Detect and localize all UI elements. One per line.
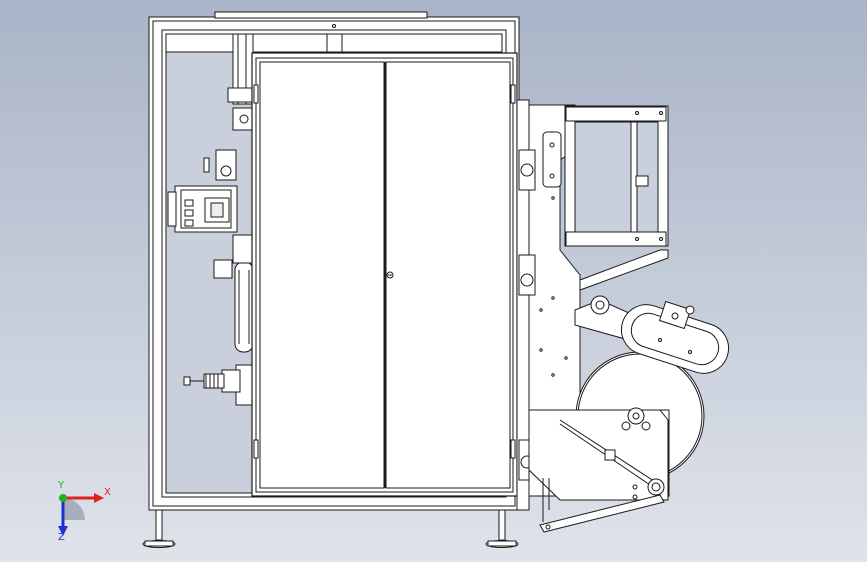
film-roll-assembly (528, 351, 705, 533)
leveling-feet (142, 509, 519, 548)
left-mechanism (167, 33, 257, 406)
right-side-plate (516, 99, 669, 511)
x-axis-label: X (104, 487, 111, 498)
cabinet-doors (251, 52, 518, 497)
tension-roller-arm (574, 295, 730, 374)
y-axis-label: Y (58, 480, 65, 491)
coordinate-triad (58, 493, 104, 536)
y-axis-dot (59, 494, 67, 502)
z-axis-label: Z (58, 532, 65, 543)
